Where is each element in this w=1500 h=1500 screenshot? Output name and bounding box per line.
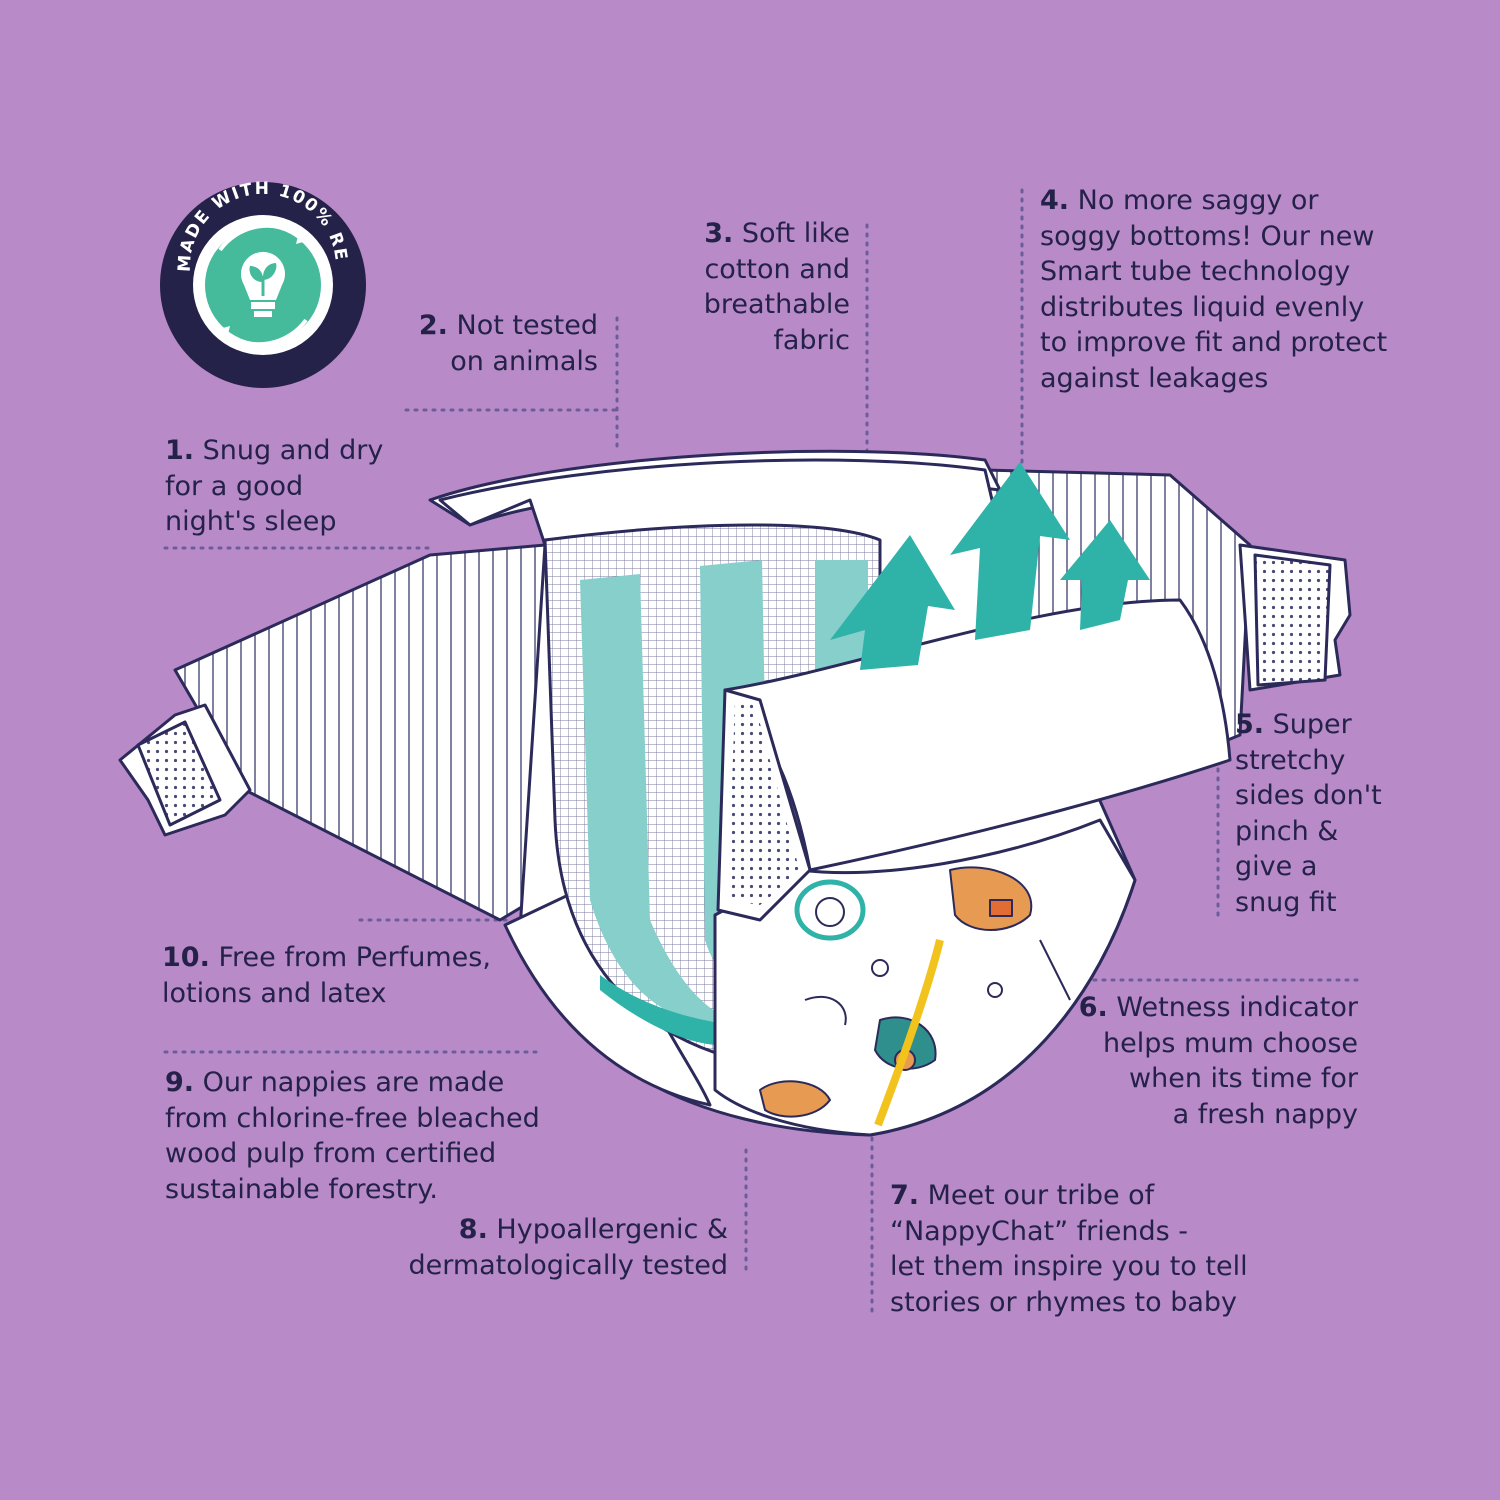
diaper-illustration: [118, 449, 1352, 1137]
renewable-energy-badge: ENERGY MADE WITH 100% RENEWABLE: [0, 0, 366, 388]
leader-lines: [163, 188, 1362, 1320]
feature-7: 7. Meet our tribe of“NappyChat” friends …: [890, 1180, 1248, 1318]
wetness-indicator-stripe: [874, 939, 944, 1127]
smart-tube-arrows: [830, 462, 1150, 670]
feature-8: 8. Hypoallergenic &dermatologically test…: [408, 1214, 728, 1281]
feature-10: 10. Free from Perfumes,lotions and latex: [162, 942, 491, 1009]
nappychat-friends-print: [759, 866, 1071, 1118]
leaf-bulb-recycle-icon: [241, 251, 286, 317]
